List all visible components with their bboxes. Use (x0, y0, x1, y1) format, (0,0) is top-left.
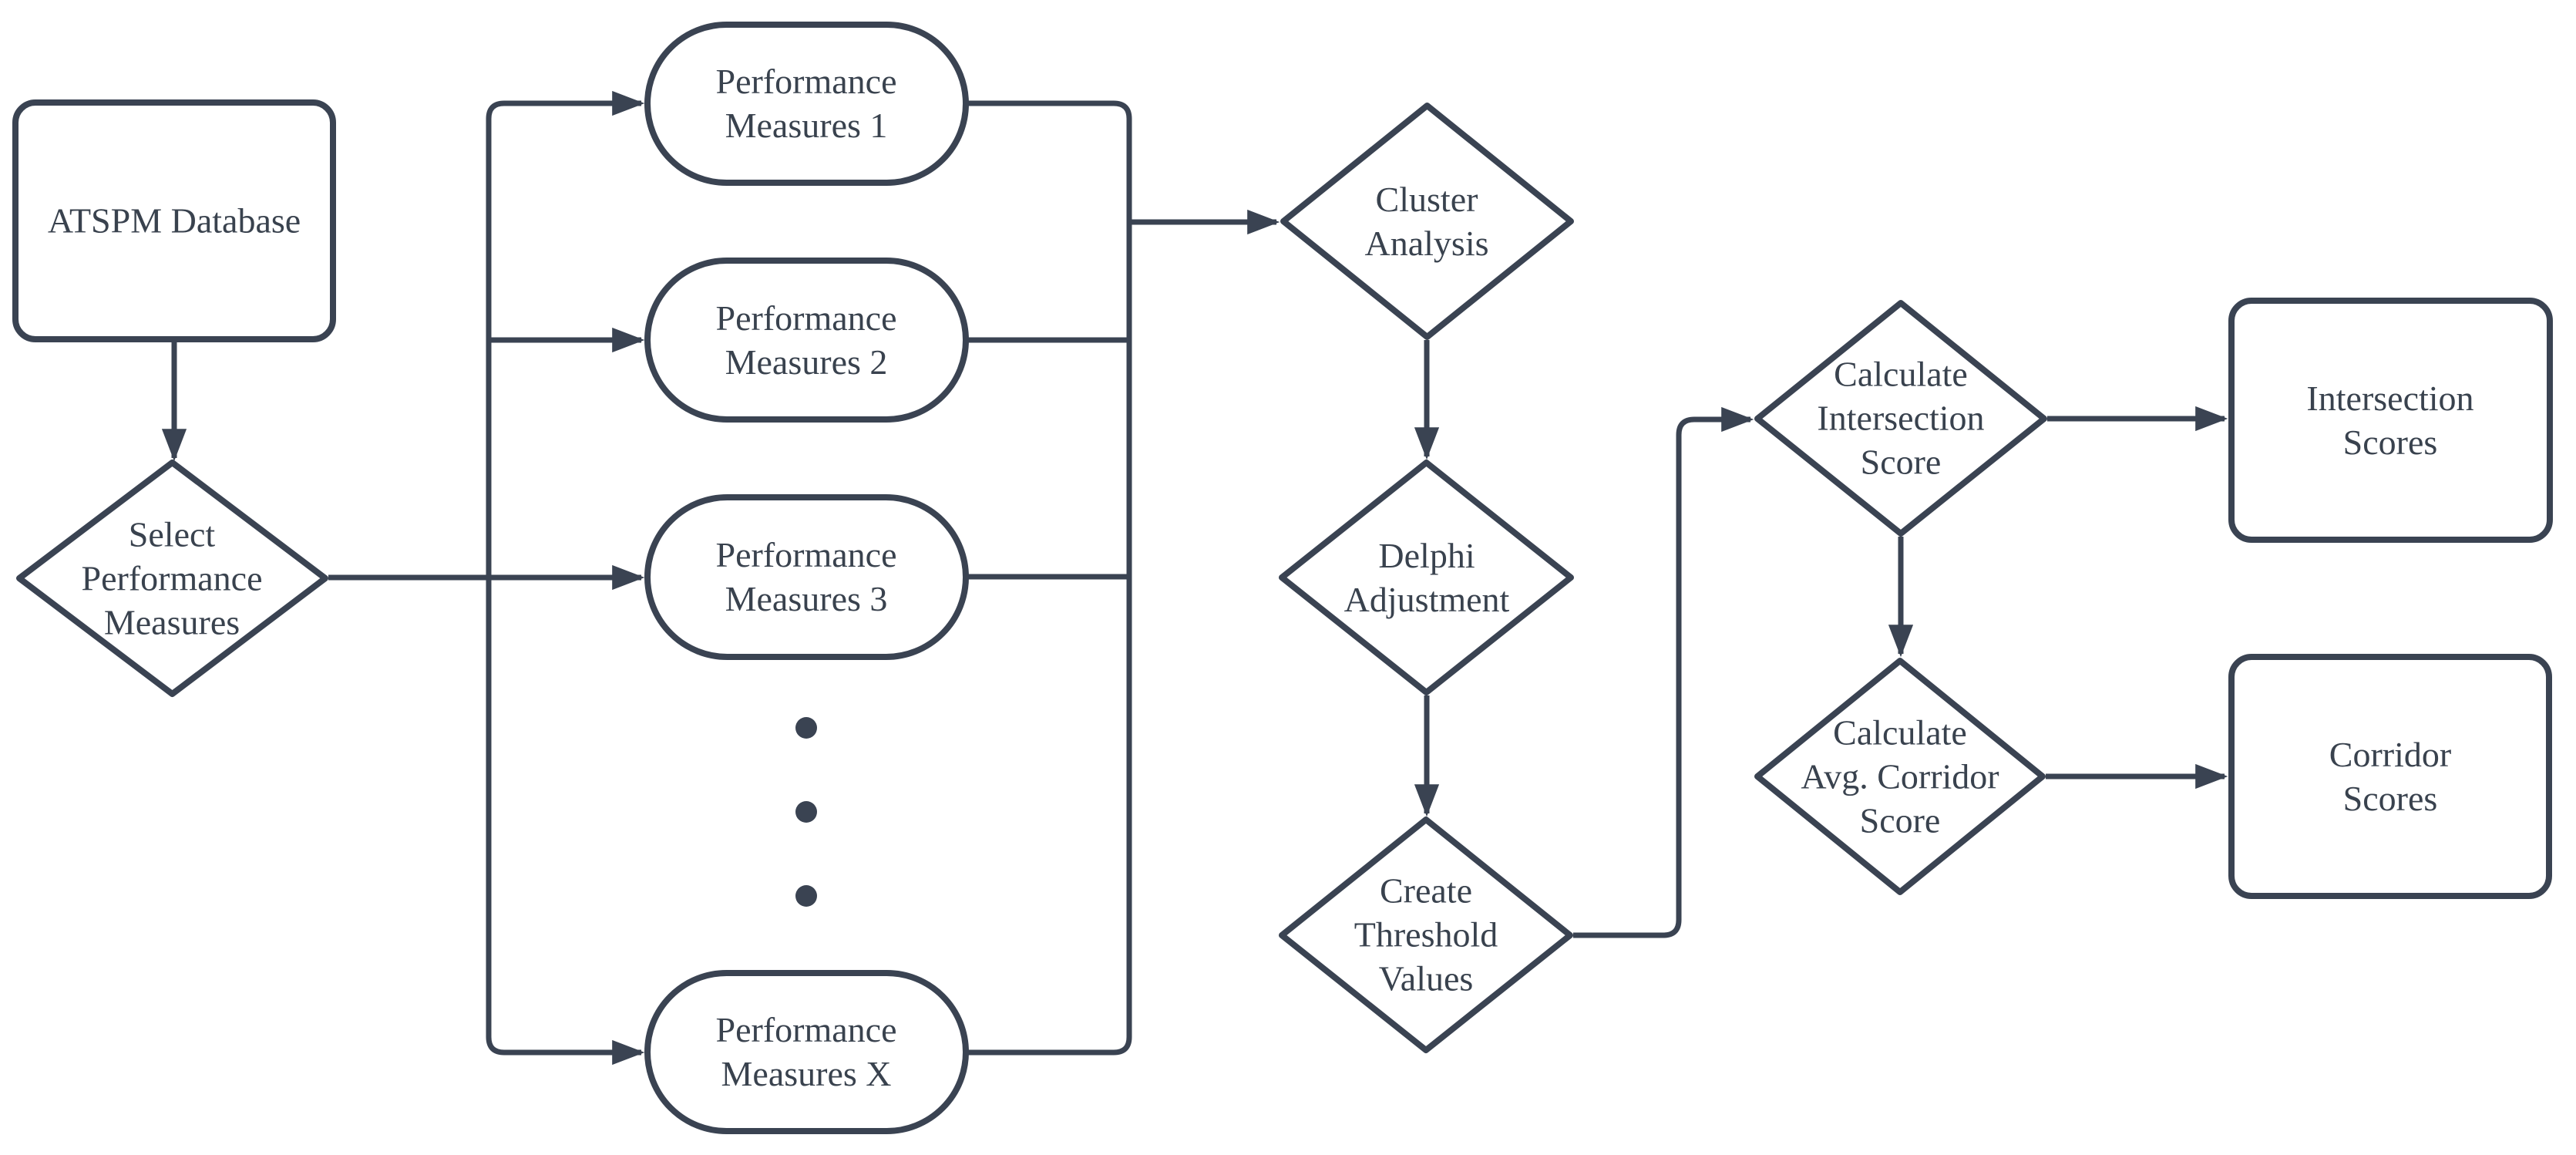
ellipsis-dot (795, 801, 817, 823)
node-calculate-intersection-score (1754, 300, 2047, 537)
edge-trunk-to-pm1 (486, 90, 645, 578)
ellipsis-dot (795, 885, 817, 907)
node-cluster-analysis (1280, 103, 1574, 340)
node-performance-measures-x (644, 970, 969, 1134)
node-performance-measures-2 (644, 258, 969, 423)
node-select-performance-measures (16, 460, 328, 697)
node-performance-measures-3 (644, 494, 969, 660)
node-atspm-database (12, 99, 336, 342)
edge-trunk-to-pmx (486, 578, 645, 1066)
node-delphi-adjustment (1279, 460, 1574, 695)
edge-pm-collector-rail (966, 100, 1132, 1056)
node-calculate-avg-corridor-score (1754, 658, 2046, 895)
edge-create-to-calcint (1573, 406, 1754, 938)
node-performance-measures-1 (644, 22, 969, 186)
node-intersection-scores (2228, 298, 2553, 543)
nodes-layer (12, 22, 2553, 1134)
edges-layer (161, 90, 2228, 1066)
node-create-threshold-values (1279, 817, 1573, 1053)
node-corridor-scores (2228, 654, 2552, 899)
ellipsis-dot (795, 717, 817, 739)
